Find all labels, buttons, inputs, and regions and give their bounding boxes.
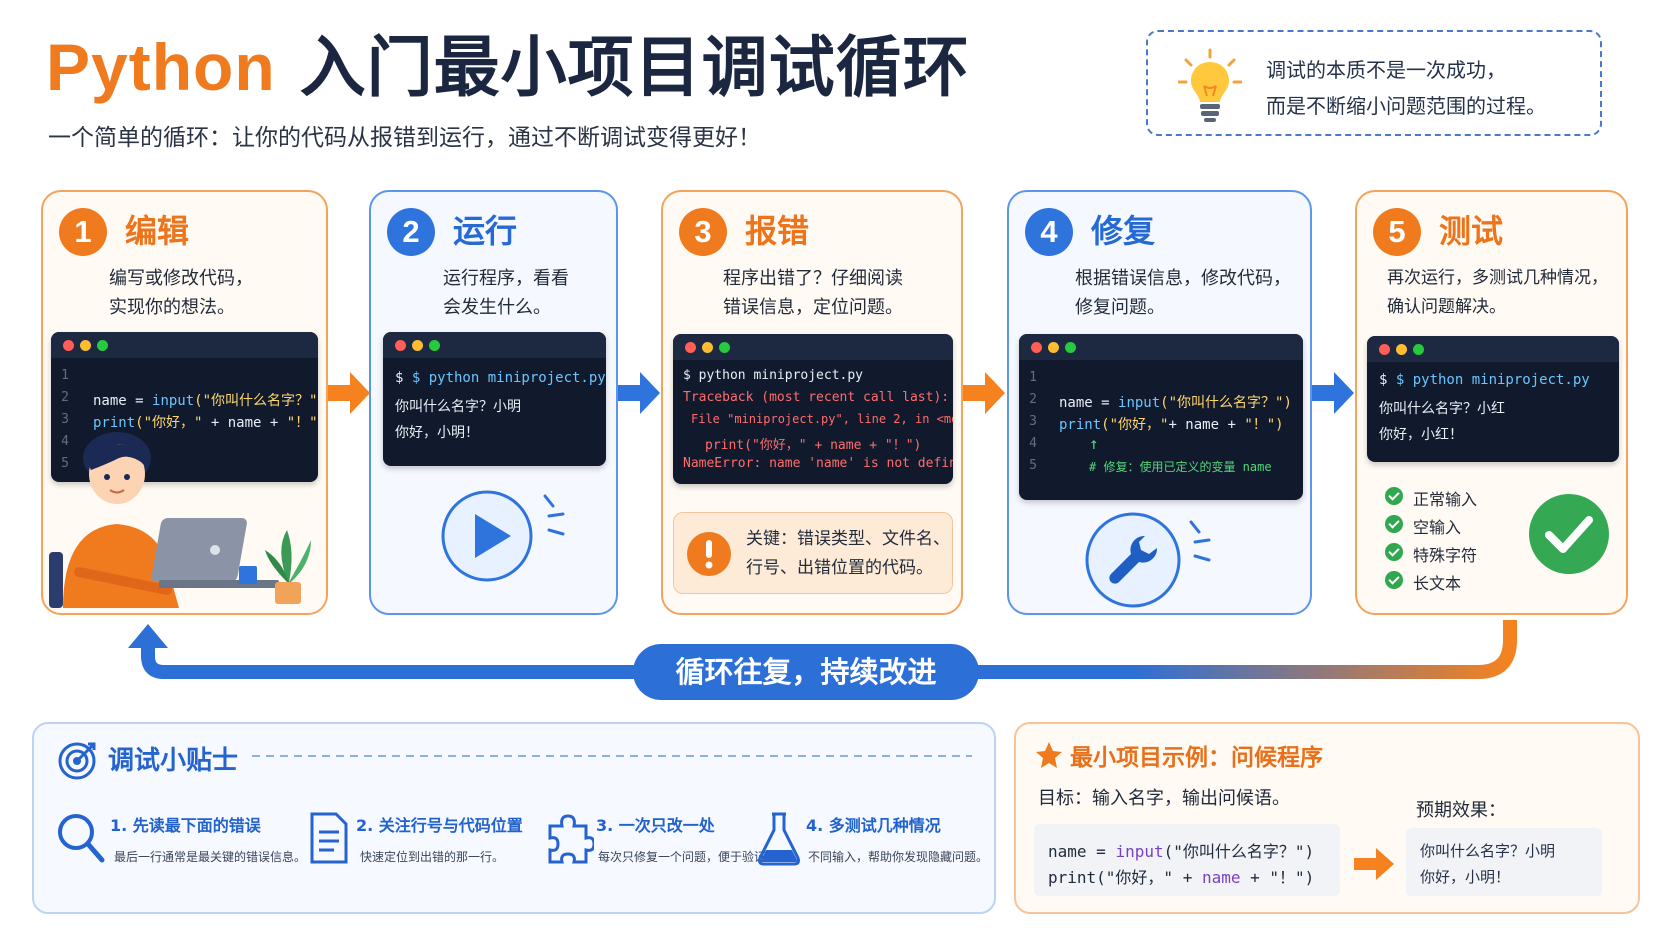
success-check-icon [1529, 494, 1609, 574]
star-icon [1036, 742, 1062, 768]
target-icon [58, 742, 96, 780]
title-rest: 入门最小项目调试循环 [299, 29, 970, 106]
check-icon [1385, 543, 1403, 561]
step-card-edit: 1 编辑 编写或修改代码，实现你的想法。 1 2 3 4 5 name = in… [41, 190, 328, 615]
code-line-1: name = input("你叫什么名字？") [93, 393, 318, 409]
step-number: 3 [679, 208, 727, 256]
arrow-up-icon: ↑ [1089, 434, 1099, 453]
tips-title: 调试小贴士 [108, 746, 239, 776]
arrow-right-icon [618, 372, 660, 414]
quote-line-2: 而是不断缩小问题范围的过程。 [1266, 94, 1546, 118]
step-number: 2 [387, 208, 435, 256]
play-icon [441, 490, 565, 582]
check-icon [1385, 487, 1403, 505]
step-title: 运行 [453, 212, 518, 250]
code-line-2: print("你好，" + name + "！") [93, 415, 318, 431]
check-icon [1385, 571, 1403, 589]
title-python: Python [46, 30, 276, 104]
step-desc: 根据错误信息，修改代码，修复问题。 [1075, 268, 1291, 318]
flask-icon [758, 812, 800, 866]
tip-title: 2. 关注行号与代码位置 [356, 816, 523, 835]
check-item: 特殊字符 [1385, 542, 1477, 566]
step-card-run: 2 运行 运行程序，看看会发生什么。 $ $ python miniprojec… [369, 190, 618, 615]
error-terminal: $ python miniproject.py Traceback (most … [673, 334, 953, 484]
arrow-right-icon [963, 372, 1005, 414]
debug-tips-panel: 调试小贴士 1. 先读最下面的错误 最后一行通常是最关键的错误信息。 2. 关注… [32, 722, 996, 914]
example-panel: 最小项目示例：问候程序 目标：输入名字，输出问候语。 name = input(… [1014, 722, 1640, 914]
fix-comment: # 修复：使用已定义的变量 name [1089, 460, 1272, 474]
tip-desc: 最后一行通常是最关键的错误信息。 [114, 850, 307, 864]
error-hint-text: 关键：错误类型、文件名、行号、出错位置的代码。 [746, 529, 950, 578]
step-card-error: 3 报错 程序出错了？仔细阅读错误信息，定位问题。 $ python minip… [661, 190, 963, 615]
expected-output: 你叫什么名字？小明 你好，小明！ [1406, 828, 1602, 896]
step-card-fix: 4 修复 根据错误信息，修改代码，修复问题。 1 2 3 4 5 name = … [1007, 190, 1312, 615]
step-number: 5 [1373, 208, 1421, 256]
document-icon [310, 812, 348, 864]
tip-title: 4. 多测试几种情况 [806, 816, 941, 835]
check-item: 长文本 [1385, 570, 1461, 594]
step-title: 报错 [745, 212, 810, 250]
loop-label: 循环往复，持续改进 [633, 644, 979, 700]
example-code: name = input("你叫什么名字？") print("你好，" + na… [1034, 824, 1340, 896]
tip-desc: 快速定位到出错的那一行。 [360, 850, 505, 864]
page-subtitle: 一个简单的循环：让你的代码从报错到运行，通过不断调试变得更好！ [48, 125, 761, 151]
step-desc: 再次运行，多测试几种情况，确认问题解决。 [1387, 268, 1608, 317]
lightbulb-icon [1178, 48, 1242, 122]
arrow-right-icon [1312, 372, 1354, 414]
code-editor-fixed: 1 2 3 4 5 name = input("你叫什么名字？") print(… [1019, 334, 1303, 500]
puzzle-icon [548, 814, 594, 864]
step-card-test: 5 测试 再次运行，多测试几种情况，确认问题解决。 $ $ python min… [1355, 190, 1628, 615]
coder-illustration [49, 432, 311, 608]
tip-desc: 不同输入，帮助你发现隐藏问题。 [808, 850, 989, 864]
wrench-icon [1085, 512, 1211, 608]
step-title: 测试 [1439, 212, 1504, 250]
step-desc: 编写或修改代码，实现你的想法。 [109, 268, 253, 318]
tip-title: 3. 一次只改一处 [596, 816, 715, 835]
check-item: 正常输入 [1385, 486, 1477, 510]
step-desc: 程序出错了？仔细阅读错误信息，定位问题。 [723, 268, 903, 318]
warning-icon [687, 532, 731, 576]
code-editor: 1 2 3 4 5 name = input("你叫什么名字？") print(… [51, 332, 318, 482]
expected-label: 预期效果： [1416, 800, 1506, 821]
tip-desc: 每次只修复一个问题，便于验证。 [598, 850, 779, 864]
step-title: 编辑 [125, 212, 190, 250]
error-hint-box: 关键：错误类型、文件名、行号、出错位置的代码。 [673, 512, 953, 594]
terminal-window: $ $ python miniproject.py 你叫什么名字？小明 你好，小… [383, 332, 606, 466]
divider [252, 755, 972, 757]
tip-title: 1. 先读最下面的错误 [110, 816, 261, 835]
arrow-right-icon [328, 372, 370, 414]
step-number: 1 [59, 208, 107, 256]
code-line-2: print("你好，"+ name + "！") [1059, 417, 1284, 433]
arrow-right-icon [1354, 848, 1394, 880]
step-desc: 运行程序，看看会发生什么。 [443, 268, 569, 318]
example-title: 最小项目示例：问候程序 [1070, 745, 1323, 771]
quote-box: 调试的本质不是一次成功， 而是不断缩小问题范围的过程。 [1146, 30, 1602, 136]
step-number: 4 [1025, 208, 1073, 256]
page-title: Python 入门最小项目调试循环 [46, 22, 970, 113]
magnifier-icon [58, 814, 105, 863]
check-icon [1385, 515, 1403, 533]
quote-line-1: 调试的本质不是一次成功， [1266, 58, 1506, 82]
check-item: 空输入 [1385, 514, 1461, 538]
terminal-window: $ $ python miniproject.py 你叫什么名字？小红 你好，小… [1367, 336, 1619, 462]
code-line-1: name = input("你叫什么名字？") [1059, 395, 1292, 411]
example-goal: 目标：输入名字，输出问候语。 [1038, 788, 1290, 809]
step-title: 修复 [1091, 212, 1156, 250]
